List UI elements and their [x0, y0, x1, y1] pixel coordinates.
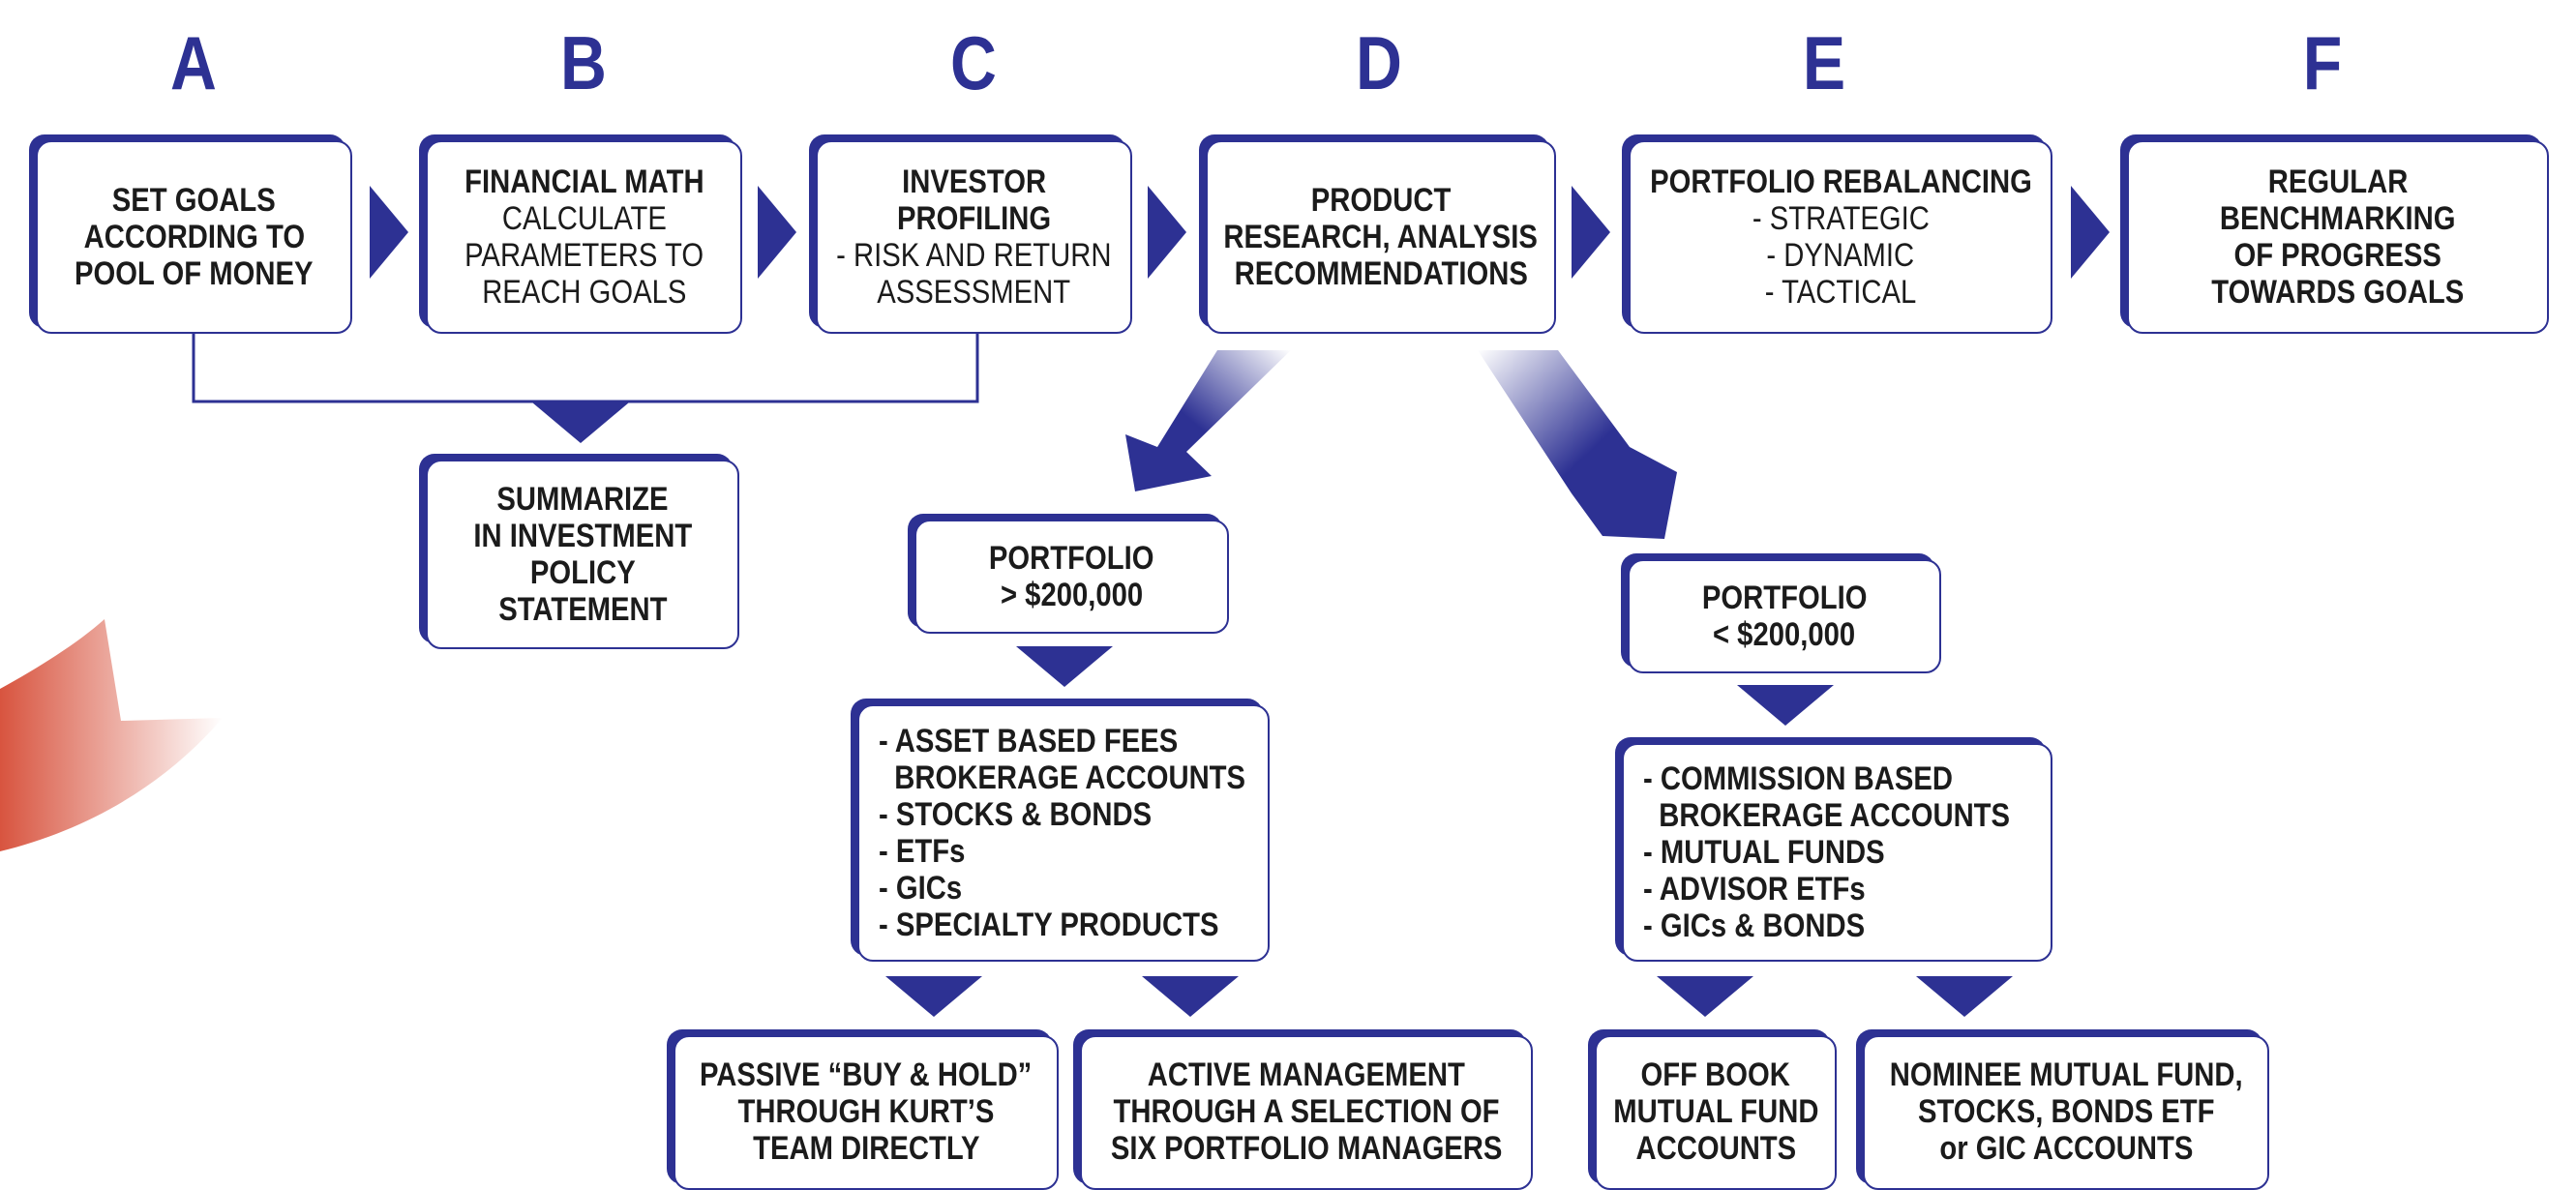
down-arrow-to-active	[1142, 976, 1239, 1017]
box-text-line: - DYNAMIC	[1766, 237, 1915, 274]
box-text-line: OFF BOOK	[1640, 1056, 1791, 1093]
down-arrow-to-off-book	[1657, 976, 1753, 1017]
summary-down-arrow	[532, 402, 629, 443]
box-text-line: ACTIVE MANAGEMENT	[1147, 1056, 1466, 1093]
down-arrow-to-nominee	[1916, 976, 2013, 1017]
box-text-line: IN INVESTMENT	[473, 518, 692, 554]
box-text-line: RECOMMENDATIONS	[1234, 255, 1528, 292]
box-text-line: - ETFs	[879, 833, 966, 870]
box-text-line: TOWARDS GOALS	[2211, 274, 2465, 311]
box-text-line: INVESTOR	[902, 164, 1046, 200]
box-text-line: NOMINEE MUTUAL FUND,	[1889, 1056, 2243, 1093]
step-letter-a: A	[170, 20, 217, 105]
step-letter-d: D	[1356, 20, 1402, 105]
box-text-line: PARAMETERS TO	[464, 237, 704, 274]
box-text-line: BENCHMARKING	[2220, 200, 2456, 237]
box-text-line: RESEARCH, ANALYSIS	[1223, 219, 1539, 255]
box-text-line: CALCULATE	[501, 200, 667, 237]
step-box-portfolio-rebalancing: PORTFOLIO REBALANCING- STRATEGIC- DYNAMI…	[1629, 140, 2052, 334]
down-arrow-to-right-products	[1737, 685, 1834, 726]
box-text-line: POOL OF MONEY	[75, 255, 314, 292]
products-above-200k-box: - ASSET BASED FEES BROKERAGE ACCOUNTS- S…	[857, 704, 1270, 962]
portfolio-below-200k-box: PORTFOLIO< $200,000	[1628, 559, 1941, 673]
box-text-line: REGULAR	[2267, 164, 2409, 200]
box-text-line: REACH GOALS	[481, 274, 687, 311]
summary-bracket-line	[192, 334, 979, 403]
box-text-line: STATEMENT	[497, 591, 668, 628]
box-text-line: THROUGH KURT’S	[737, 1093, 995, 1130]
box-text-line: SUMMARIZE	[496, 481, 669, 518]
box-text-line: - SPECIALTY PRODUCTS	[879, 907, 1219, 943]
branch-arrow-right	[1478, 350, 1677, 539]
step-letter-f: F	[2302, 20, 2343, 105]
box-text-line: - TACTICAL	[1764, 274, 1917, 311]
box-text-line: ACCOUNTS	[1635, 1130, 1796, 1167]
box-text-line: PROFILING	[896, 200, 1052, 237]
products-below-200k-box: - COMMISSION BASED BROKERAGE ACCOUNTS- M…	[1622, 743, 2052, 962]
box-text-line: STOCKS, BONDS ETF	[1917, 1093, 2215, 1130]
box-text-line: BROKERAGE ACCOUNTS	[879, 759, 1246, 796]
step-arrow-b-c	[758, 186, 796, 279]
box-text-line: or GIC ACCOUNTS	[1938, 1130, 2194, 1167]
step-arrow-e-f	[2071, 186, 2110, 279]
box-text-line: PRODUCT	[1310, 182, 1452, 219]
box-text-line: - COMMISSION BASED	[1643, 760, 1954, 797]
box-text-line: FINANCIAL MATH	[464, 164, 704, 200]
box-text-line: SIX PORTFOLIO MANAGERS	[1110, 1130, 1503, 1167]
step-letter-e: E	[1802, 20, 1846, 105]
box-text-line: - GICs	[879, 870, 963, 907]
box-text-line: - STRATEGIC	[1752, 200, 1930, 237]
box-text-line: - MUTUAL FUNDS	[1643, 834, 1885, 871]
box-text-line: PORTFOLIO REBALANCING	[1649, 164, 2032, 200]
step-arrow-d-e	[1572, 186, 1610, 279]
box-text-line: ASSESSMENT	[877, 274, 1071, 311]
branch-arrow-left	[1125, 350, 1291, 491]
box-text-line: < $200,000	[1713, 616, 1856, 653]
box-text-line: - ADVISOR ETFs	[1643, 871, 1866, 907]
down-arrow-to-left-products	[1016, 646, 1113, 687]
portfolio-above-200k-box: PORTFOLIO> $200,000	[914, 520, 1229, 634]
box-text-line: POLICY	[529, 554, 636, 591]
step-arrow-c-d	[1148, 186, 1186, 279]
box-text-line: PORTFOLIO	[989, 540, 1154, 577]
box-text-line: THROUGH A SELECTION OF	[1113, 1093, 1500, 1130]
box-text-line: SET GOALS	[112, 182, 276, 219]
box-text-line: MUTUAL FUND	[1612, 1093, 1819, 1130]
box-text-line: - ASSET BASED FEES	[879, 723, 1179, 759]
step-letter-b: B	[560, 20, 607, 105]
box-text-line: - RISK AND RETURN	[836, 237, 1112, 274]
down-arrow-to-passive	[885, 976, 982, 1017]
box-text-line: TEAM DIRECTLY	[752, 1130, 980, 1167]
step-arrow-a-b	[370, 186, 408, 279]
box-text-line: BROKERAGE ACCOUNTS	[1643, 797, 2011, 834]
box-text-line: PORTFOLIO	[1701, 580, 1868, 616]
box-text-line: ACCORDING TO	[83, 219, 305, 255]
box-text-line: - GICs & BONDS	[1643, 907, 1866, 944]
box-text-line: > $200,000	[1000, 577, 1144, 613]
box-text-line: OF PROGRESS	[2233, 237, 2442, 274]
box-text-line: PASSIVE “BUY & HOLD”	[700, 1056, 1033, 1093]
decorative-swoosh	[0, 619, 223, 851]
step-letter-c: C	[950, 20, 997, 105]
box-text-line: - STOCKS & BONDS	[879, 796, 1153, 833]
